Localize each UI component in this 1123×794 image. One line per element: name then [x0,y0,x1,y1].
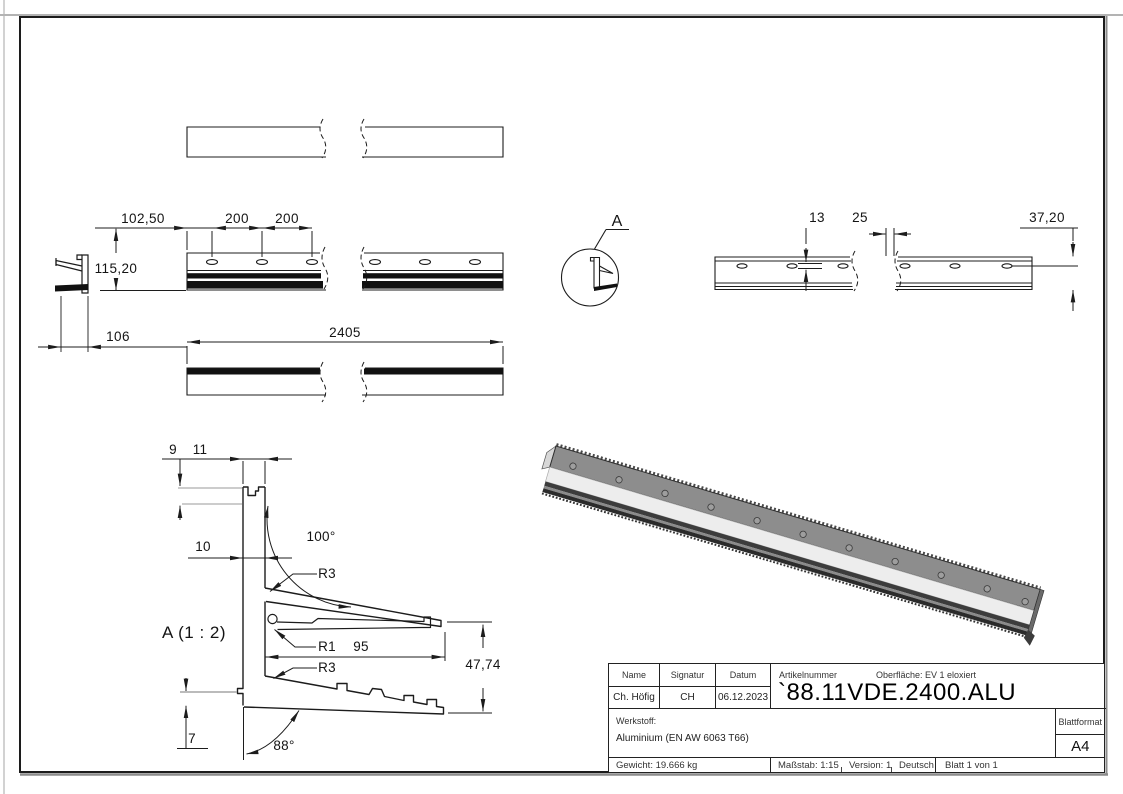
front-view [186,246,504,291]
titleblock-artikelnummer-cell: Artikelnummer Oberfläche: EV 1 eloxiert … [771,664,1106,709]
werkstoff-label: Werkstoff: [616,716,657,726]
profile-3d-render [541,443,1045,646]
render-screws [569,462,1029,606]
side-profile-view [55,254,89,294]
detail-dim-10: 10 [195,539,211,554]
detail-dim-95: 95 [353,639,369,654]
dim-102-50: 102,50 [121,211,165,226]
detail-dim-9: 9 [169,442,177,457]
top-view [186,118,504,159]
detail-radius-r3-upper: R3 [318,566,336,581]
titleblock-signatur-value: CH [660,687,716,709]
titleblock-name-value: Ch. Höfig [609,687,660,709]
bottom-view [186,339,504,403]
titleblock-signatur-label: Signatur [660,664,716,687]
title-block: Name Signatur Datum Artikelnummer Oberfl… [608,663,1106,773]
detail-angle-100: 100° [306,529,335,544]
blatt-value: Blatt 1 von 1 [945,760,998,771]
werkstoff-value: Aluminium (EN AW 6063 T66) [616,733,749,744]
detail-dim-11: 11 [193,442,208,457]
detail-radius-r3-lower: R3 [318,660,336,675]
detail-view-profile [236,486,445,715]
dim-200-b: 200 [275,211,299,226]
dim-25: 25 [852,210,868,225]
dim-2405: 2405 [329,325,361,340]
detail-view-title: A (1 : 2) [162,623,226,642]
detail-view-dimensions [162,456,492,760]
oberflaeche-value: Oberfläche: EV 1 eloxiert [876,670,977,680]
angle-label-mask [300,527,342,544]
dim-106: 106 [106,329,130,344]
titleblock-werkstoff-cell: Werkstoff: Aluminium (EN AW 6063 T66) [609,709,1056,758]
back-view [714,250,1033,292]
blattformat-label: Blattformat [1056,709,1105,735]
dim-115-20: 115,20 [95,261,138,276]
back-view-dimensions [803,227,1078,311]
massstab-tick-2 [891,767,892,772]
side-profile-dimensions [38,296,187,352]
artikelnummer-value: `88.11VDE.2400.ALU [778,679,1017,706]
dim-13: 13 [809,210,825,225]
massstab-tick-1 [841,767,842,772]
detail-callout-label: A [612,213,623,230]
artikelnummer-label: Artikelnummer [779,670,838,680]
detail-dim-47-74: 47,74 [465,657,500,672]
titleblock-datum-value: 06.12.2023 [716,687,771,709]
detail-dim-7: 7 [188,731,196,746]
detail-angle-88: 88° [273,738,294,753]
titleblock-datum-label: Datum [716,664,771,687]
sprache-value: Deutsch [899,760,934,771]
version-value: Version: 1 [849,760,892,771]
blattformat-value: A4 [1056,735,1105,758]
titleblock-name-label: Name [609,664,660,687]
front-view-dimensions [95,225,313,291]
detail-callout-circle [560,228,629,307]
dim-200-a: 200 [225,211,249,226]
dim-37-20: 37,20 [1029,210,1065,225]
massstab-value: Maßstab: 1:15 [778,760,839,771]
massstab-cell: Maßstab: 1:15 Version: 1 Deutsch [771,758,936,772]
gewicht-value: Gewicht: 19.666 kg [609,758,771,772]
detail-radius-r1: R1 [318,639,336,654]
